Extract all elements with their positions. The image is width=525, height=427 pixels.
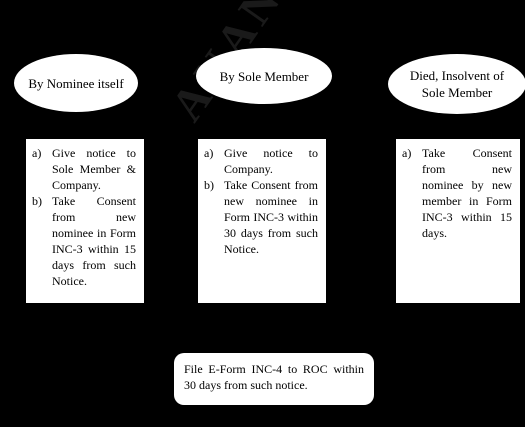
step-item: b) Take Consent from new nominee in Form… bbox=[204, 177, 318, 257]
steps-box-sole-member: a) Give notice to Company. b) Take Conse… bbox=[198, 139, 326, 303]
step-text: Give notice to Sole Member & Company. bbox=[52, 146, 136, 192]
steps-box-nominee: a) Give notice to Sole Member & Company.… bbox=[26, 139, 144, 303]
node-by-sole-member: By Sole Member bbox=[196, 48, 332, 104]
step-marker: a) bbox=[204, 146, 214, 160]
step-marker: b) bbox=[32, 194, 42, 208]
step-text: Take Consent from new nominee in Form IN… bbox=[224, 178, 318, 256]
step-marker: a) bbox=[402, 146, 412, 160]
step-item: a) Take Consent from new nominee by new … bbox=[402, 145, 512, 241]
steps-box-died-insolvent: a) Take Consent from new nominee by new … bbox=[396, 139, 520, 303]
node-died-insolvent: Died, Insolvent of Sole Member bbox=[388, 54, 525, 114]
step-marker: a) bbox=[32, 146, 42, 160]
step-text: Give notice to Company. bbox=[224, 146, 318, 176]
step-item: b) Take Consent from new nominee in Form… bbox=[32, 193, 136, 289]
final-step-text: File E-Form INC-4 to ROC within 30 days … bbox=[184, 362, 364, 392]
node-label: By Nominee itself bbox=[28, 75, 124, 91]
node-by-nominee: By Nominee itself bbox=[14, 54, 138, 112]
step-marker: b) bbox=[204, 178, 214, 192]
step-text: Take Consent from new nominee in Form IN… bbox=[52, 194, 136, 288]
step-item: a) Give notice to Company. bbox=[204, 145, 318, 177]
final-step-box: File E-Form INC-4 to ROC within 30 days … bbox=[174, 353, 374, 405]
step-item: a) Give notice to Sole Member & Company. bbox=[32, 145, 136, 193]
node-label: By Sole Member bbox=[219, 68, 309, 84]
step-text: Take Consent from new nominee by new mem… bbox=[422, 146, 512, 240]
node-label: Died, Insolvent of Sole Member bbox=[409, 68, 505, 100]
